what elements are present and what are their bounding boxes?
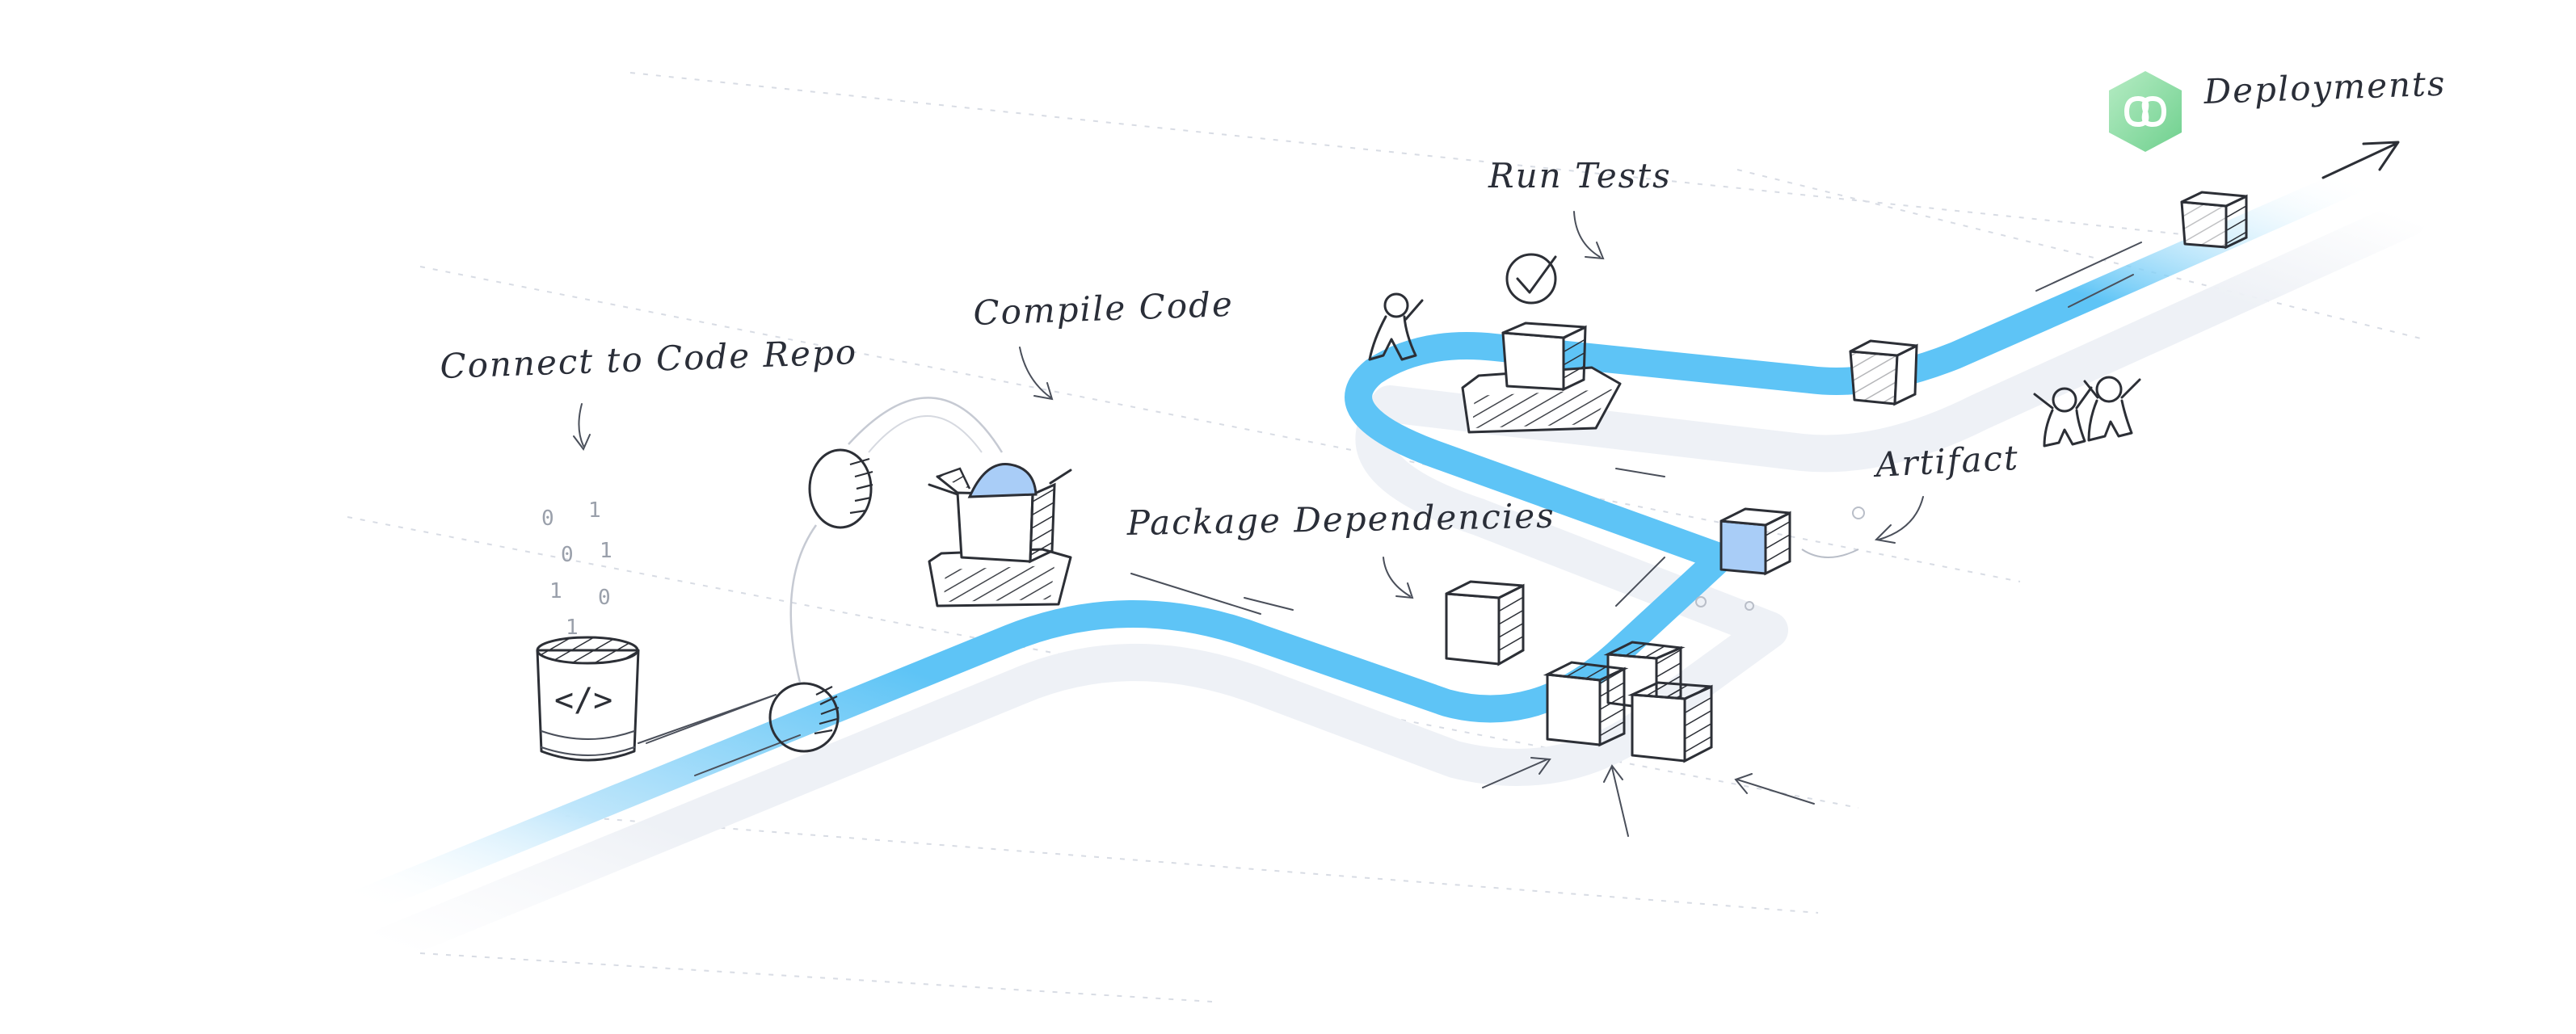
arrow-icon	[1874, 496, 1924, 544]
checkmark-icon	[1505, 253, 1557, 305]
box-icon	[1445, 580, 1525, 666]
arrow-icon	[1383, 557, 1414, 599]
arrow-icon	[2321, 141, 2400, 179]
dependency-box-cluster	[1543, 641, 1713, 763]
artifact-sparkles	[1695, 506, 1865, 611]
artifact-box	[1719, 507, 1791, 576]
bit: 1	[549, 579, 562, 603]
bit: 0	[598, 586, 611, 610]
person-icon	[1368, 292, 1424, 361]
bit: 0	[561, 543, 574, 567]
binary-bits: 0 1 0 1 1 0 1	[541, 498, 612, 640]
incoming-arrows	[1482, 757, 1815, 837]
pipeline-shadow	[369, 200, 2427, 964]
pipeline-track	[342, 164, 2373, 918]
person-icon	[2083, 376, 2141, 442]
test-box-stack	[1461, 322, 1622, 434]
bit: 0	[541, 506, 554, 531]
ball-trajectory	[868, 415, 983, 453]
ball-trajectory	[789, 524, 818, 683]
label-compile-code: Compile Code	[973, 284, 1235, 333]
code-glyph: </>	[554, 682, 612, 719]
label-connect-repo: Connect to Code Repo	[440, 332, 858, 386]
database-code-icon: </>	[536, 636, 640, 762]
ball-trajectory	[848, 397, 1004, 453]
person-icon	[2033, 386, 2093, 448]
ball-icon	[808, 448, 873, 529]
compile-box-stack	[928, 463, 1072, 607]
box-icon	[2180, 191, 2248, 250]
arrow-icon	[1019, 347, 1054, 401]
bit: 1	[566, 616, 579, 640]
arrow-icon	[1573, 211, 1605, 260]
bit: 1	[600, 539, 612, 563]
arrow-icon	[573, 403, 591, 451]
bit: 1	[588, 498, 601, 523]
ball-icon	[768, 682, 840, 753]
label-package-dependencies: Package Dependencies	[1126, 496, 1555, 543]
label-run-tests: Run Tests	[1488, 156, 1672, 195]
box-icon	[1849, 339, 1918, 406]
infinity-logo-icon	[2109, 71, 2182, 152]
repo-link-line	[638, 694, 777, 744]
label-deployments: Deployments	[2203, 64, 2448, 111]
label-artifact: Artifact	[1871, 438, 2020, 485]
